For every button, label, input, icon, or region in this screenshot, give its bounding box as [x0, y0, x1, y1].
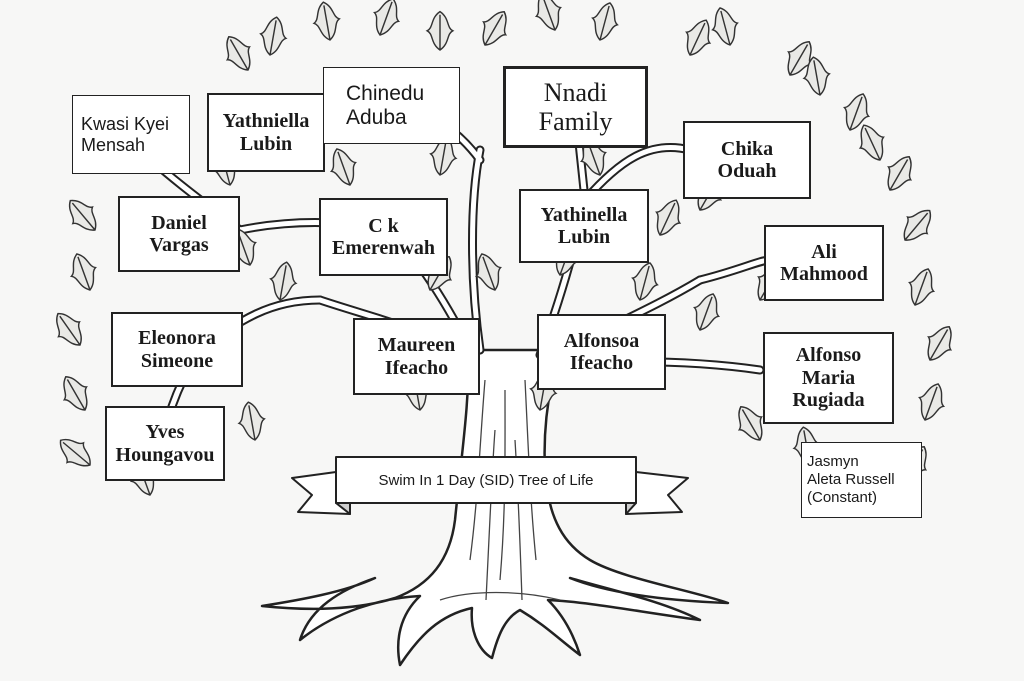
member-name: Eleonora Simeone [138, 327, 216, 372]
member-box-jasmyn-aleta-russell: Jasmyn Aleta Russell (Constant) [801, 442, 922, 518]
leaf-icon [474, 253, 502, 291]
leaf-icon [59, 438, 91, 467]
member-name: Daniel Vargas [149, 211, 209, 256]
leaf-icon [373, 0, 401, 36]
member-name: Alfonsoa Ifeacho [563, 329, 640, 374]
leaf-icon [711, 7, 739, 46]
member-name: Alfonso Maria Rugiada [792, 344, 865, 412]
member-box-daniel-vargas: Daniel Vargas [118, 196, 240, 272]
leaf-icon [591, 2, 619, 41]
leaf-icon [62, 375, 88, 411]
member-box-alfonsoa-ifeacho: Alfonsoa Ifeacho [537, 314, 666, 390]
leaf-icon [655, 199, 682, 236]
member-name: Maureen Ifeacho [377, 334, 456, 379]
member-name: C k Emerenwah [332, 214, 435, 259]
member-name: Ali Mahmood [780, 240, 868, 285]
member-name: Jasmyn Aleta Russell (Constant) [807, 453, 895, 506]
leaf-icon [534, 0, 562, 31]
member-box-yathinella-lubin: Yathinella Lubin [519, 189, 649, 263]
leaf-icon [918, 383, 946, 421]
leaf-icon [56, 312, 82, 346]
leaf-icon [737, 405, 763, 441]
banner-title: Swim In 1 Day (SID) Tree of Life [378, 471, 594, 489]
leaf-icon [312, 1, 341, 41]
member-box-maureen-ifeacho: Maureen Ifeacho [353, 318, 480, 395]
member-box-chinedu-aduba: Chinedu Aduba [323, 67, 460, 144]
member-box-alfonso-maria-rugiada: Alfonso Maria Rugiada [763, 332, 894, 424]
leaf-icon [685, 19, 712, 56]
member-box-yathniella-lubin: Yathniella Lubin [207, 93, 325, 172]
leaf-icon [425, 10, 455, 51]
tree-trunk [260, 348, 730, 667]
leaf-icon [68, 199, 97, 231]
ribbon-body [335, 456, 637, 504]
leaf-icon [802, 56, 831, 96]
leaf-icon [843, 93, 871, 131]
member-box-yves-houngavou: Yves Houngavou [105, 406, 225, 481]
leaf-icon [887, 155, 913, 191]
leaf-icon [237, 401, 266, 441]
family-title: Nnadi Family [538, 77, 613, 136]
member-name: Kwasi Kyei Mensah [81, 114, 170, 155]
leaf-icon [329, 148, 357, 186]
leaf-icon [908, 268, 936, 306]
leaf-icon [225, 35, 251, 71]
member-name: Yves Houngavou [115, 421, 215, 466]
member-box-eleonora-simeone: Eleonora Simeone [111, 312, 243, 387]
leaf-icon [858, 124, 885, 161]
leaf-icon [259, 16, 288, 56]
ribbon-banner [291, 456, 689, 515]
leaf-icon [482, 10, 508, 46]
leaf-icon [69, 253, 97, 291]
leaf-icon [927, 325, 953, 361]
member-name: Yathniella Lubin [222, 110, 310, 155]
leaf-icon [269, 261, 298, 301]
member-box-ck-emerenwah: C k Emerenwah [319, 198, 448, 276]
family-title-box: Nnadi Family [503, 66, 648, 148]
member-name: Yathinella Lubin [540, 203, 628, 248]
member-name: Chinedu Aduba [346, 81, 425, 129]
leaf-icon [903, 209, 932, 241]
member-box-chika-oduah: Chika Oduah [683, 121, 811, 199]
leaf-icon [631, 262, 659, 301]
member-box-ali-mahmood: Ali Mahmood [764, 225, 884, 301]
member-box-kwasi-kyei-mensah: Kwasi Kyei Mensah [72, 95, 190, 174]
leaf-icon [787, 40, 813, 76]
leaf-icon [693, 293, 721, 331]
member-name: Chika Oduah [717, 137, 777, 182]
